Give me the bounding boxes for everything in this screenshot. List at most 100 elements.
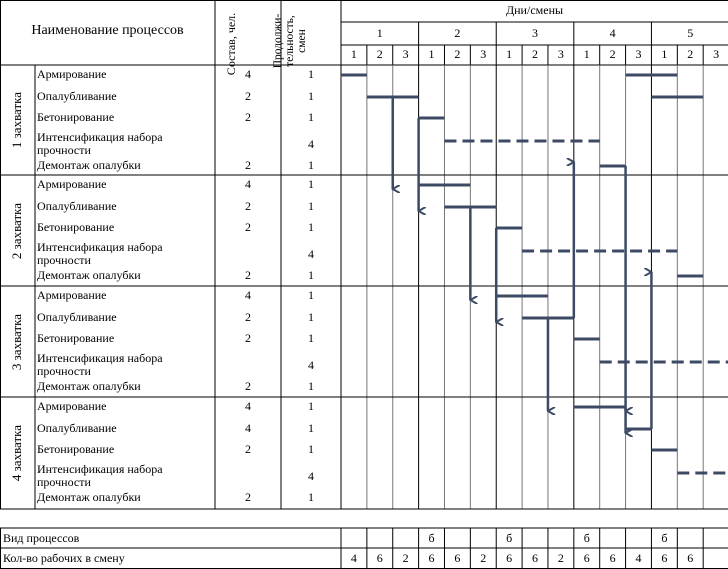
zone-label: 4 захватка — [9, 424, 24, 482]
duration-value: 1 — [308, 177, 314, 191]
process-name: Интенсификация набора прочности — [37, 240, 163, 267]
crew-value: 2 — [245, 268, 251, 282]
crew-value: 2 — [245, 331, 251, 345]
process-name: Опалубливание — [37, 310, 117, 324]
crew-value: 2 — [245, 89, 251, 103]
process-name: Интенсификация набора прочности — [37, 462, 163, 489]
crew-value: 4 — [245, 177, 251, 191]
process-name: Демонтаж опалубки — [37, 379, 141, 393]
shift-number: 2 — [687, 47, 694, 61]
shift-number: 1 — [661, 47, 668, 61]
shift-number: 1 — [583, 47, 590, 61]
process-name: Демонтаж опалубки — [37, 268, 141, 282]
workers-value: 2 — [480, 551, 487, 565]
duration-value: 1 — [308, 67, 314, 81]
crew-value: 4 — [245, 67, 251, 81]
shift-number: 2 — [532, 47, 538, 61]
workers-value: 6 — [532, 551, 538, 565]
zone-label: 3 захватка — [9, 313, 24, 370]
shift-number: 3 — [480, 47, 487, 61]
shift-number: 1 — [428, 47, 435, 61]
duration-value: 4 — [308, 358, 314, 372]
header-crew: Состав, чел. — [224, 12, 238, 76]
workers-value: 6 — [506, 551, 513, 565]
crew-value: 4 — [245, 421, 251, 435]
duration-value: 1 — [308, 220, 314, 234]
process-type-value: б — [661, 531, 668, 545]
workers-label: Кол-во рабочих в смену — [3, 551, 125, 565]
process-type-value: б — [583, 531, 590, 545]
duration-value: 1 — [308, 399, 314, 413]
shift-number: 3 — [713, 47, 720, 61]
header-days: Дни/смены — [505, 3, 564, 17]
workers-value: 6 — [609, 551, 616, 565]
crew-value: 2 — [245, 379, 251, 393]
duration-value: 1 — [308, 310, 314, 324]
workers-value: 6 — [661, 551, 668, 565]
crew-value: 2 — [245, 490, 251, 504]
duration-value: 1 — [308, 158, 314, 172]
shift-number: 1 — [350, 47, 357, 61]
process-name: Демонтаж опалубки — [37, 490, 141, 504]
duration-value: 1 — [308, 442, 314, 456]
workers-value: 2 — [402, 551, 409, 565]
workers-value: 6 — [687, 551, 694, 565]
day-number: 2 — [454, 26, 461, 40]
process-name: Интенсификация набора прочности — [37, 351, 163, 378]
shift-number: 2 — [609, 47, 616, 61]
shift-number: 2 — [376, 47, 383, 61]
crew-value: 4 — [245, 288, 251, 302]
duration-value: 4 — [308, 469, 314, 483]
workers-value: 4 — [635, 551, 642, 565]
zone-label: 1 захватка — [9, 91, 24, 149]
shift-number: 3 — [557, 47, 564, 61]
process-name: Армирование — [37, 288, 107, 302]
shift-number: 1 — [506, 47, 513, 61]
process-name: Опалубливание — [37, 89, 117, 103]
process-name: Армирование — [37, 177, 107, 191]
crew-value: 2 — [245, 158, 251, 172]
duration-value: 1 — [308, 110, 314, 124]
header-duration: Продолжи-тельность, смен — [272, 13, 308, 69]
process-name: Армирование — [37, 399, 107, 413]
duration-value: 4 — [308, 247, 314, 261]
process-type-label: Вид процессов — [3, 531, 80, 545]
day-number: 3 — [532, 26, 539, 40]
workers-value: 6 — [583, 551, 590, 565]
header-process-name: Наименование процессов — [31, 23, 184, 38]
duration-value: 1 — [308, 288, 314, 302]
shift-number: 3 — [402, 47, 409, 61]
duration-value: 4 — [308, 137, 314, 151]
crew-value: 2 — [245, 199, 251, 213]
workers-value: 6 — [376, 551, 383, 565]
process-name: Армирование — [37, 67, 107, 81]
duration-value: 1 — [308, 199, 314, 213]
process-name: Опалубливание — [37, 199, 117, 213]
duration-value: 1 — [308, 490, 314, 504]
duration-value: 1 — [308, 89, 314, 103]
process-name: Бетонирование — [37, 110, 115, 124]
crew-value: 2 — [245, 110, 251, 124]
process-name: Бетонирование — [37, 442, 115, 456]
day-number: 4 — [609, 26, 616, 40]
process-name: Интенсификация набора прочности — [37, 130, 163, 157]
day-number: 5 — [687, 26, 694, 40]
zone-label: 2 захватка — [9, 202, 24, 259]
process-type-value: б — [506, 531, 513, 545]
duration-value: 1 — [308, 268, 314, 282]
duration-value: 1 — [308, 379, 314, 393]
workers-value: 6 — [454, 551, 461, 565]
crew-value: 4 — [245, 399, 251, 413]
duration-value: 1 — [308, 421, 314, 435]
workers-value: 6 — [428, 551, 435, 565]
duration-value: 1 — [308, 331, 314, 345]
crew-value: 2 — [245, 310, 251, 324]
process-type-value: б — [428, 531, 435, 545]
workers-value: 4 — [350, 551, 357, 565]
crew-value: 2 — [245, 442, 251, 456]
shift-number: 3 — [635, 47, 642, 61]
process-name: Бетонирование — [37, 331, 115, 345]
process-name: Бетонирование — [37, 220, 115, 234]
workers-value: 2 — [557, 551, 564, 565]
